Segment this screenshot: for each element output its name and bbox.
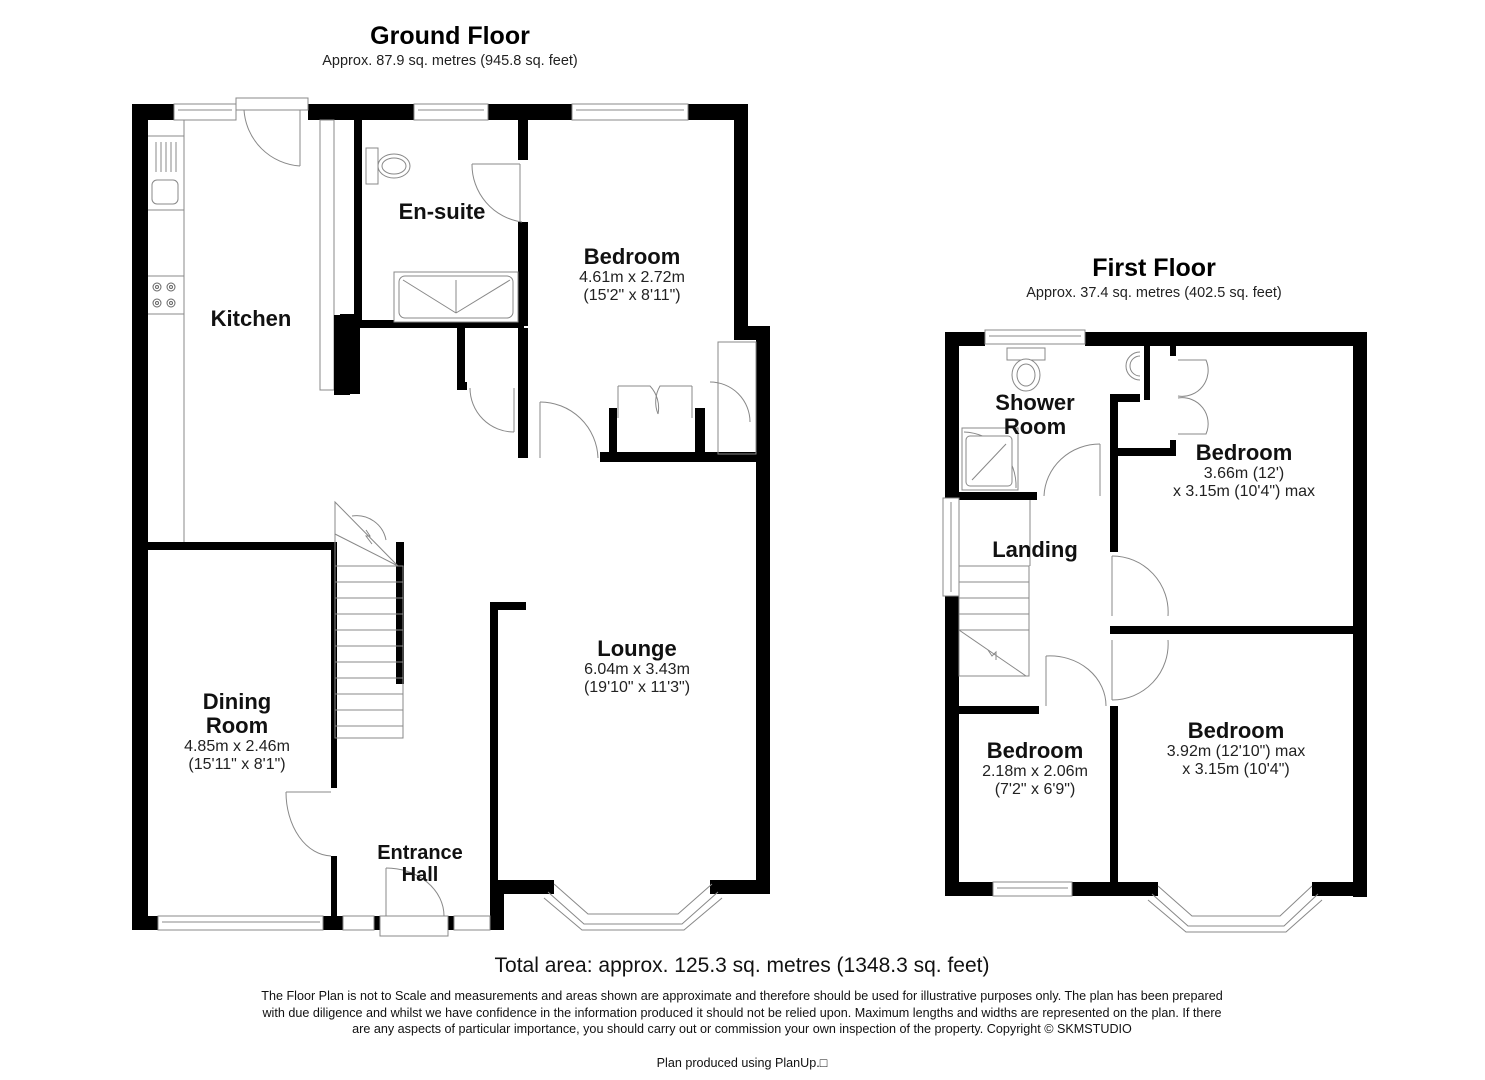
room-dimensions-metric: 4.61m x 2.72m <box>579 269 685 286</box>
ground-floor-walls <box>132 104 770 930</box>
room-name-line2: Room <box>205 713 269 738</box>
lounge-bay-window <box>543 883 723 931</box>
room-kitchen: Kitchen <box>186 307 316 331</box>
room-dimensions-metric: 6.04m x 3.43m <box>584 661 690 678</box>
room-bedroom-3: Bedroom 2.18m x 2.06m (7'2" x 6'9") <box>965 739 1105 799</box>
room-bedroom-2: Bedroom 3.92m (12'10") max x 3.15m (10'4… <box>1136 719 1336 779</box>
total-area: Total area: approx. 125.3 sq. metres (13… <box>494 954 990 977</box>
room-name: Lounge <box>597 636 677 661</box>
hob-icon <box>152 282 176 308</box>
room-dimensions-metric: 3.92m (12'10") max <box>1166 743 1306 760</box>
room-name: Bedroom <box>986 738 1084 763</box>
room-name: Bedroom <box>1195 440 1293 465</box>
ground-floor-doors <box>285 163 757 917</box>
room-landing: Landing <box>975 538 1095 562</box>
first-floor-title: First Floor <box>1092 254 1216 282</box>
ensuite-bath-icon <box>393 271 519 323</box>
room-name-line2: Room <box>1003 414 1067 439</box>
ground-floor-plan <box>132 97 770 937</box>
ensuite-toilet-icon <box>365 147 411 185</box>
ground-floor-stairs <box>334 500 404 739</box>
room-name: Bedroom <box>583 244 681 269</box>
disclaimer-text: The Floor Plan is not to Scale and measu… <box>261 989 1223 1036</box>
room-dimensions-imperial: (15'11" x 8'1") <box>188 756 286 773</box>
room-entrance-hall: Entrance Hall <box>360 842 480 886</box>
ground-floor-windows <box>157 103 689 937</box>
first-floor-plan <box>942 329 1367 933</box>
room-name: Kitchen <box>210 306 292 331</box>
room-dimensions-imperial: (7'2" x 6'9") <box>994 781 1076 798</box>
first-floor-walls <box>945 332 1367 897</box>
shower-room-toilet-icon <box>1006 347 1046 392</box>
room-dimensions-imperial: x 3.15m (10'4") <box>1182 761 1290 778</box>
basin-icon <box>1125 351 1141 381</box>
room-dimensions-metric: 2.18m x 2.06m <box>982 763 1088 780</box>
ground-floor-title: Ground Floor <box>370 22 530 50</box>
room-bedroom-1: Bedroom 3.66m (12') x 3.15m (10'4") max <box>1144 441 1344 501</box>
kitchen-back-door <box>235 97 309 167</box>
kitchen-tall-unit <box>319 119 350 395</box>
room-shower-room: Shower Room <box>975 391 1095 439</box>
room-lounge: Lounge 6.04m x 3.43m (19'10" x 11'3") <box>552 637 722 697</box>
room-name-line1: Shower <box>995 390 1075 415</box>
room-dimensions-metric: 3.66m (12') <box>1203 465 1285 482</box>
room-name: Bedroom <box>1187 718 1285 743</box>
first-floor-area: Approx. 37.4 sq. metres (402.5 sq. feet) <box>1026 285 1282 301</box>
room-name-line2: Hall <box>401 864 439 886</box>
room-name: Landing <box>992 537 1078 562</box>
kitchen-worktop <box>148 120 185 542</box>
plan-credit: Plan produced using PlanUp.□ <box>656 1056 828 1070</box>
room-dimensions-imperial: (15'2" x 8'11") <box>583 287 681 304</box>
room-dimensions-imperial: (19'10" x 11'3") <box>583 679 691 696</box>
room-dimensions-metric: 4.85m x 2.46m <box>184 738 290 755</box>
first-floor-stairs <box>958 565 1030 677</box>
first-floor-doors <box>1029 359 1209 707</box>
room-bedroom-ground: Bedroom 4.61m x 2.72m (15'2" x 8'11") <box>552 245 712 305</box>
room-name: En-suite <box>398 199 486 224</box>
shower-tray-icon <box>961 427 1019 491</box>
room-name-line1: Entrance <box>377 842 463 864</box>
ground-floor-area: Approx. 87.9 sq. metres (945.8 sq. feet) <box>322 53 578 69</box>
kitchen-sink-icon <box>151 142 179 205</box>
room-dimensions-imperial: x 3.15m (10'4") max <box>1172 483 1316 500</box>
bedroom-bay-window <box>1147 885 1323 933</box>
room-en-suite: En-suite <box>372 200 512 224</box>
first-floor-windows <box>942 329 1086 897</box>
room-dining-room: Dining Room 4.85m x 2.46m (15'11" x 8'1"… <box>162 690 312 774</box>
room-name-line1: Dining <box>202 689 272 714</box>
